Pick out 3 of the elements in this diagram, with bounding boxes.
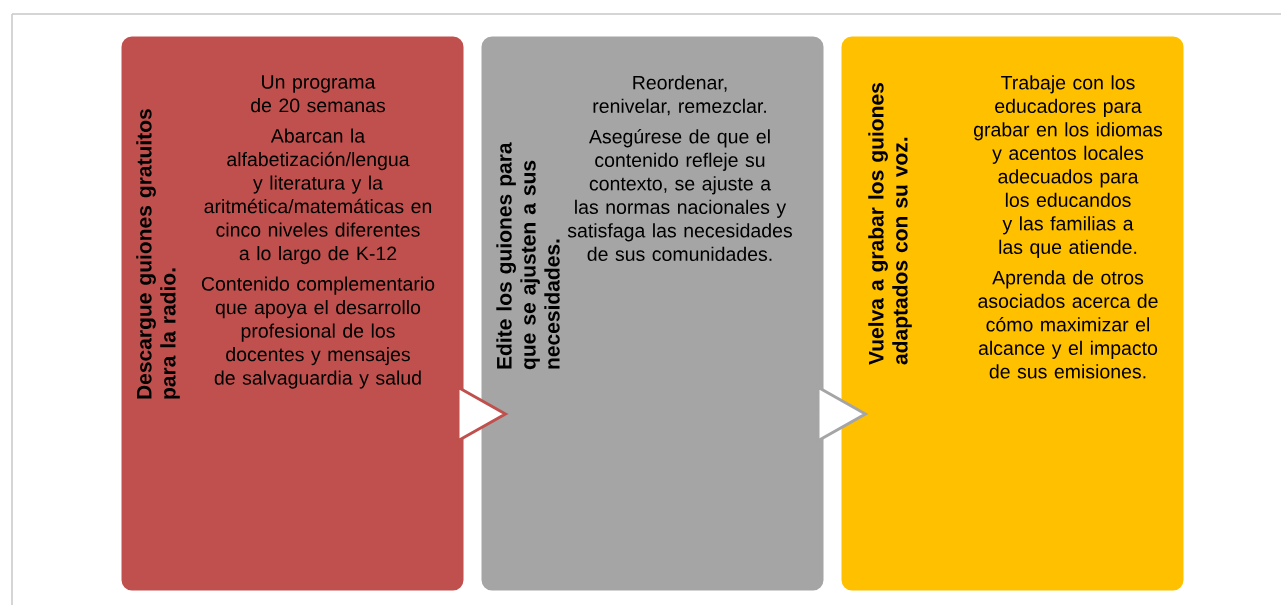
step-panel: Edite los guiones para que se ajusten a sus necesidades. Reordenar, renivelar, remezclar. Asegúrese de que el contenido refleje su contexto, se ajuste a las normas nacionales y satisfaga las necesidades de sus comunidades. [478,33,827,594]
step-panel: Descargue guiones gratuitos para la radio. Un programa de 20 semanas Abarcan la alfabetización/lengua y literatura y la aritmética/matemáticas en cinco niveles diferentes a lo largo de K-12 Contenido complementario que apoya el desarrollo profesional de los docentes y mensajes de salvaguardia y salud [118,33,467,594]
step-panel: Vuelva a grabar los guiones adaptados con su voz. Trabaje con los educadores para grabar en los idiomas y acentos locales adecuados para los educandos y las familias a las que atiende. Aprenda de otros asociados acerca de cómo maximizar el alcance y el impacto de sus emisiones. [838,33,1187,594]
